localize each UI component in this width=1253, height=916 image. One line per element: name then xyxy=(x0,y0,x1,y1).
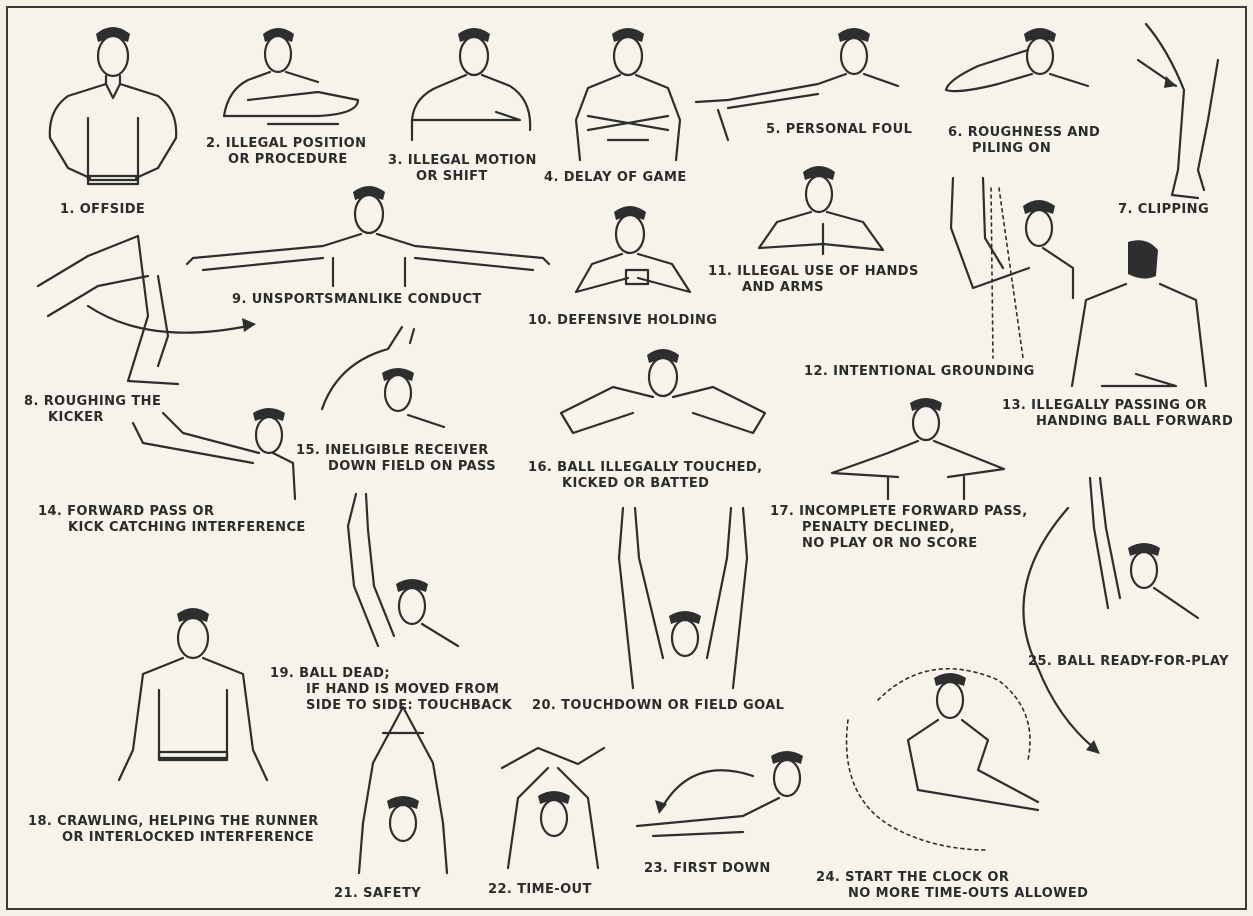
signal-6-figure xyxy=(938,20,1098,130)
signal-9-figure xyxy=(183,178,553,288)
signal-15-figure xyxy=(318,323,448,433)
signal-label-9: 9. UNSPORTSMANLIKE CONDUCT xyxy=(232,292,482,308)
signal-18-figure xyxy=(113,600,273,800)
signal-chart-sheet: 1. OFFSIDE 2. ILLEGAL POSITION OR PROCED… xyxy=(6,6,1247,910)
signal-1-figure xyxy=(28,18,198,198)
signal-label-16: 16. BALL ILLEGALLY TOUCHED, KICKED OR BA… xyxy=(528,460,762,492)
signal-label-23: 23. FIRST DOWN xyxy=(644,861,771,877)
signal-label-25: 25. BALL READY-FOR-PLAY xyxy=(1028,654,1229,670)
signal-10-figure xyxy=(568,198,698,308)
signal-7-figure xyxy=(1128,20,1238,205)
signal-label-4: 4. DELAY OF GAME xyxy=(544,170,687,186)
signal-label-21: 21. SAFETY xyxy=(334,886,421,902)
signal-16-figure xyxy=(553,343,773,453)
signal-25-figure xyxy=(1008,468,1208,758)
signal-label-3: 3. ILLEGAL MOTION OR SHIFT xyxy=(388,153,537,185)
signal-label-5: 5. PERSONAL FOUL xyxy=(766,122,912,138)
signal-label-10: 10. DEFENSIVE HOLDING xyxy=(528,313,717,329)
signal-label-11: 11. ILLEGAL USE OF HANDS AND ARMS xyxy=(708,264,919,296)
signal-4-figure xyxy=(568,20,688,170)
signal-17-figure xyxy=(828,393,1008,503)
signal-label-8: 8. ROUGHING THE KICKER xyxy=(24,394,161,426)
signal-label-14: 14. FORWARD PASS OR KICK CATCHING INTERF… xyxy=(38,504,306,536)
signal-label-6: 6. ROUGHNESS AND PILING ON xyxy=(948,125,1100,157)
signal-label-17: 17. INCOMPLETE FORWARD PASS, PENALTY DEC… xyxy=(770,504,1028,552)
signal-label-18: 18. CRAWLING, HELPING THE RUNNER OR INTE… xyxy=(28,814,319,846)
signal-label-19: 19. BALL DEAD; IF HAND IS MOVED FROM SID… xyxy=(270,666,512,714)
signal-label-24: 24. START THE CLOCK OR NO MORE TIME-OUTS… xyxy=(816,870,1088,902)
signal-label-2: 2. ILLEGAL POSITION OR PROCEDURE xyxy=(206,136,366,168)
signal-label-7: 7. CLIPPING xyxy=(1118,202,1209,218)
signal-11-figure xyxy=(753,158,893,268)
signal-2-figure xyxy=(208,20,368,140)
signal-22-figure xyxy=(498,738,608,878)
signal-label-12: 12. INTENTIONAL GROUNDING xyxy=(804,364,1035,380)
signal-13-figure xyxy=(1066,236,1211,396)
signal-label-13: 13. ILLEGALLY PASSING OR HANDING BALL FO… xyxy=(1002,398,1233,430)
signal-label-20: 20. TOUCHDOWN OR FIELD GOAL xyxy=(532,698,784,714)
signal-3-figure xyxy=(400,20,540,150)
signal-label-1: 1. OFFSIDE xyxy=(60,202,145,218)
signal-label-15: 15. INELIGIBLE RECEIVER DOWN FIELD ON PA… xyxy=(296,443,496,475)
signal-label-22: 22. TIME-OUT xyxy=(488,882,592,898)
signal-19-figure xyxy=(338,486,468,666)
signal-23-figure xyxy=(633,736,833,856)
signal-12-figure xyxy=(943,168,1083,368)
signal-20-figure xyxy=(613,498,763,693)
signal-21-figure xyxy=(353,703,453,878)
